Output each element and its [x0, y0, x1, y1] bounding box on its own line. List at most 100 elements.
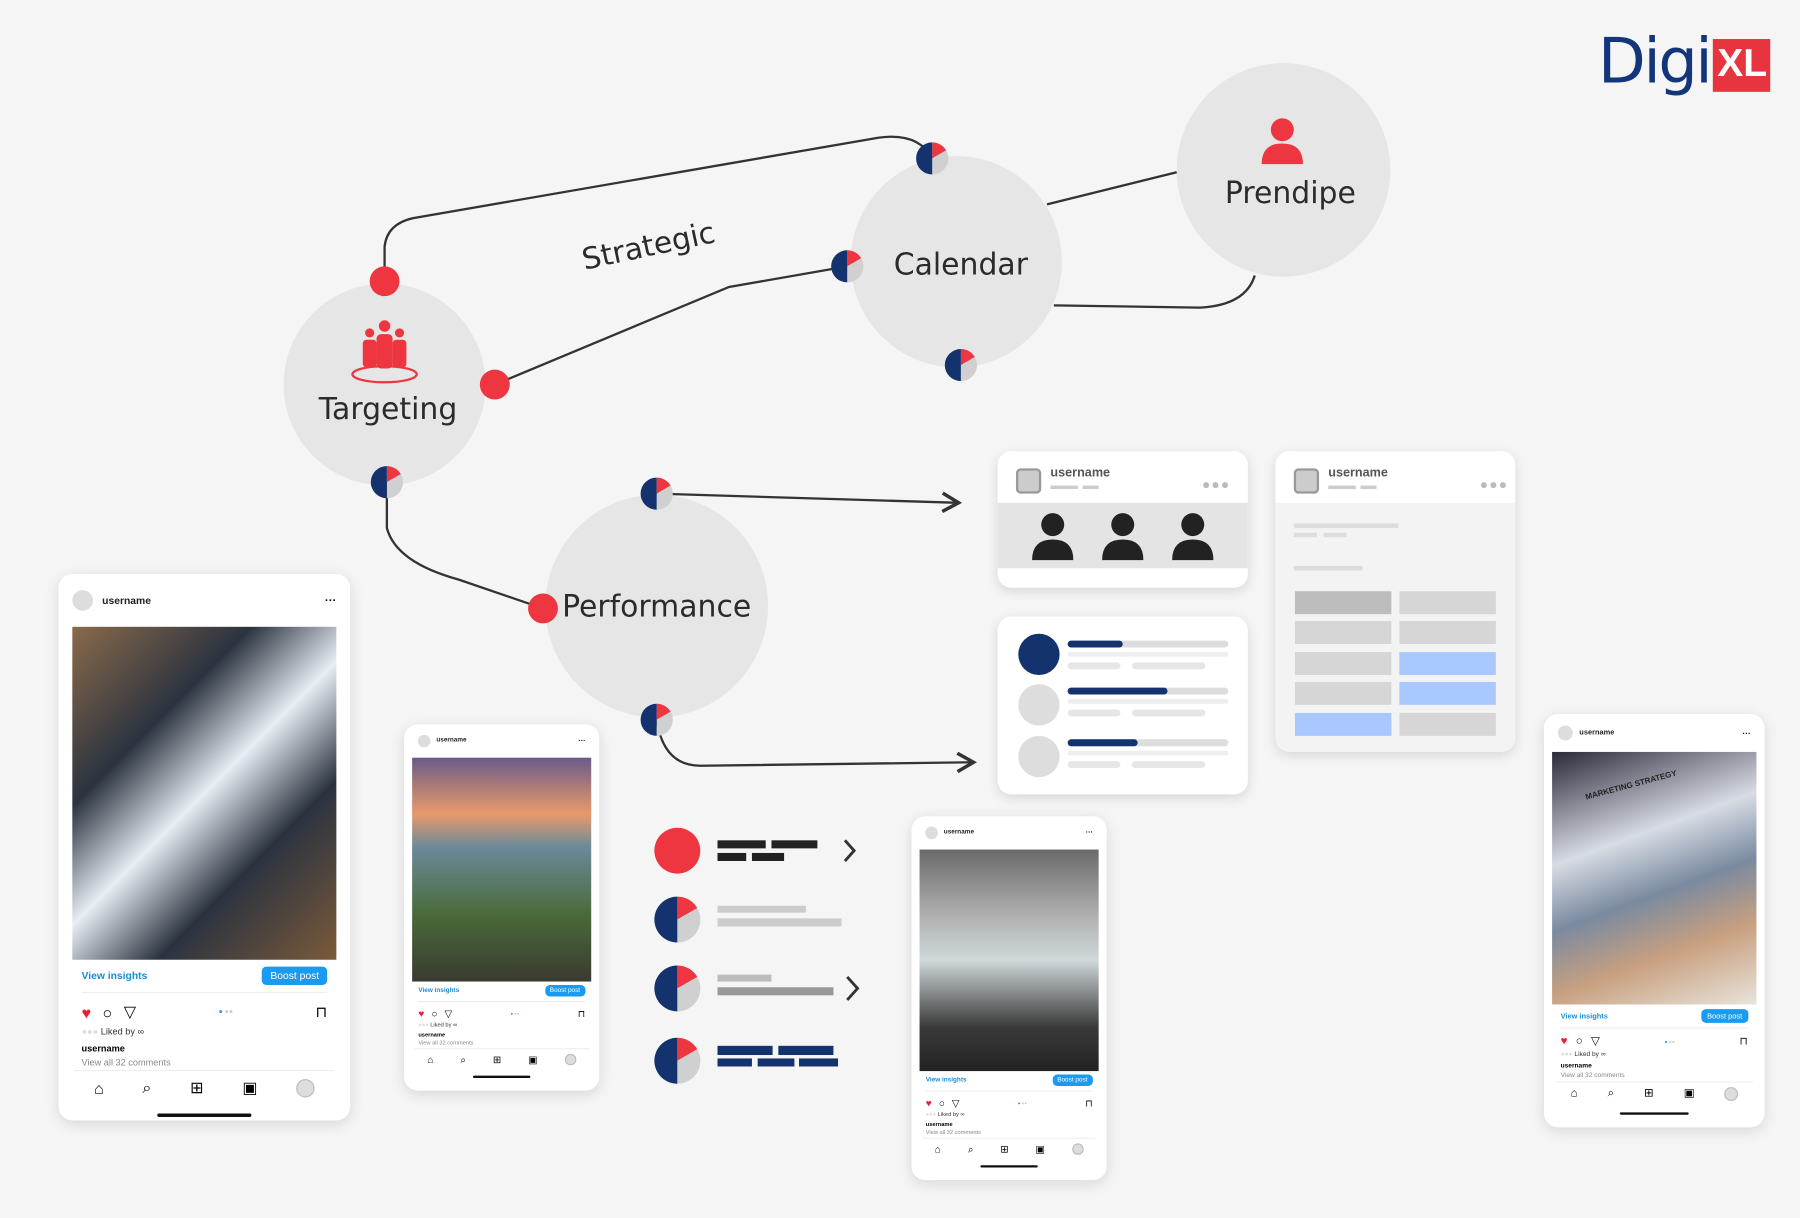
caption-username[interactable]: username: [81, 1043, 125, 1054]
pie-dot-segment: [386, 466, 401, 483]
boost-post-button[interactable]: Boost post: [1701, 1009, 1748, 1023]
carousel-dots: ● ●●: [1664, 1038, 1675, 1045]
post-username[interactable]: username: [1579, 729, 1615, 738]
line-targeting-calendar-top: [383, 135, 934, 282]
boost-post-button[interactable]: Boost post: [1052, 1074, 1093, 1086]
avatar[interactable]: [925, 826, 939, 839]
share-icon[interactable]: ▽: [1590, 1035, 1600, 1048]
grid-cell: [1399, 591, 1496, 615]
pie-dot-segment: [916, 142, 933, 175]
line-targeting-calendar: [494, 265, 848, 386]
search-icon[interactable]: ⌕: [460, 1053, 466, 1065]
avatar[interactable]: [72, 590, 93, 611]
reels-icon[interactable]: ▣: [242, 1077, 258, 1097]
dot-red: [479, 369, 510, 400]
profile-avatar[interactable]: [1724, 1087, 1738, 1101]
comment-icon[interactable]: ○: [1575, 1035, 1583, 1048]
heart-icon[interactable]: ♥: [81, 1002, 92, 1022]
more-options-icon[interactable]: ···: [1742, 727, 1751, 739]
home-icon[interactable]: ⌂: [93, 1078, 104, 1097]
comment-icon[interactable]: ○: [938, 1097, 945, 1110]
avatar[interactable]: [417, 734, 431, 748]
view-insights-link[interactable]: View insights: [1560, 1012, 1608, 1021]
caption-username[interactable]: username: [1560, 1063, 1592, 1070]
post-username[interactable]: username: [436, 737, 467, 745]
pie-dot-segment: [677, 908, 701, 943]
home-icon[interactable]: ⌂: [427, 1054, 434, 1066]
heart-icon[interactable]: ♥: [925, 1097, 932, 1110]
add-post-icon[interactable]: ⊞: [1000, 1142, 1009, 1155]
pie-dot-segment: [656, 711, 673, 736]
bookmark-icon[interactable]: ⊓: [315, 1002, 328, 1020]
comment-icon[interactable]: ○: [102, 1002, 113, 1022]
more-options-icon[interactable]: ···: [1085, 828, 1093, 837]
post-username[interactable]: username: [102, 594, 151, 607]
avatar[interactable]: [1557, 725, 1573, 741]
grid-cell: [1294, 591, 1392, 615]
boost-post-button[interactable]: Boost post: [544, 985, 586, 997]
card-username: username: [1328, 466, 1388, 480]
search-icon[interactable]: ⌕: [142, 1077, 152, 1097]
share-icon[interactable]: ▽: [123, 1002, 137, 1021]
add-post-icon[interactable]: ⊞: [1644, 1087, 1654, 1101]
comment-icon[interactable]: ○: [431, 1008, 438, 1020]
caption-username[interactable]: username: [925, 1122, 953, 1129]
bookmark-icon[interactable]: ⊓: [1739, 1035, 1748, 1047]
view-insights-link[interactable]: View insights: [418, 987, 460, 995]
instagram-post-mockup: username ··· View insights Boost post ♥ ○…: [58, 574, 351, 1121]
more-icon[interactable]: ●●●: [1201, 476, 1231, 493]
view-comments-link[interactable]: View all 32 comments: [1560, 1072, 1625, 1080]
home-icon[interactable]: ⌂: [934, 1143, 941, 1156]
view-comments-link[interactable]: View all 32 comments: [81, 1057, 171, 1068]
node-label-calendar: Calendar: [893, 247, 1028, 283]
liked-by-text: Liked by: [1574, 1051, 1599, 1059]
person-icon: [1261, 118, 1303, 165]
view-comments-link[interactable]: View all 32 comments: [418, 1040, 474, 1047]
caption-username[interactable]: username: [418, 1032, 446, 1039]
view-insights-link[interactable]: View insights: [81, 970, 148, 982]
more-options-icon[interactable]: ···: [578, 736, 586, 745]
pie-dot-segment: [654, 1037, 678, 1084]
view-comments-link[interactable]: View all 32 comments: [925, 1130, 981, 1137]
boost-post-button[interactable]: Boost post: [262, 966, 328, 985]
liked-by-text: Liked by: [430, 1022, 452, 1029]
reels-icon[interactable]: ▣: [1035, 1142, 1045, 1155]
search-icon[interactable]: ⌕: [967, 1142, 974, 1155]
profile-avatar[interactable]: [564, 1054, 576, 1066]
post-photo: MARKETING STRATEGY: [1552, 752, 1757, 1005]
bookmark-icon[interactable]: ⊓: [1085, 1098, 1093, 1109]
heart-icon[interactable]: ♥: [418, 1008, 425, 1020]
add-post-icon[interactable]: ⊞: [492, 1053, 502, 1065]
dot-red: [528, 593, 558, 624]
home-icon[interactable]: ⌂: [1570, 1087, 1578, 1101]
pie-dot-segment: [386, 474, 404, 499]
more-options-icon[interactable]: ···: [324, 594, 337, 607]
pie-dot-segment: [656, 477, 671, 494]
bookmark-icon[interactable]: ⊓: [577, 1008, 586, 1019]
profile-avatar[interactable]: [296, 1078, 315, 1097]
liked-by-text: Liked by: [937, 1112, 959, 1119]
node-performance: [545, 494, 769, 718]
reels-icon[interactable]: ▣: [1683, 1087, 1695, 1101]
post-username[interactable]: username: [943, 829, 975, 837]
more-icon[interactable]: ●●●: [1479, 476, 1509, 493]
avatar: [1015, 468, 1042, 494]
node-targeting: [283, 283, 486, 486]
view-insights-link[interactable]: View insights: [925, 1076, 967, 1084]
reels-icon[interactable]: ▣: [528, 1053, 538, 1065]
arrow-performance-bottom: [655, 719, 977, 774]
pie-dot-segment: [640, 703, 657, 736]
pie-dot-segment: [960, 348, 975, 366]
node-label-targeting: Targeting: [318, 392, 458, 428]
profile-avatar[interactable]: [1071, 1143, 1084, 1155]
heart-icon[interactable]: ♥: [1560, 1035, 1568, 1048]
carousel-dots: ● ●●: [218, 1008, 234, 1016]
share-icon[interactable]: ▽: [444, 1007, 453, 1019]
group-people-icon: [351, 320, 418, 384]
grid-cell: [1399, 651, 1496, 675]
search-icon[interactable]: ⌕: [1607, 1087, 1615, 1100]
liked-by-text: Liked by: [100, 1026, 135, 1037]
add-post-icon[interactable]: ⊞: [190, 1077, 204, 1097]
share-icon[interactable]: ▽: [951, 1097, 960, 1109]
